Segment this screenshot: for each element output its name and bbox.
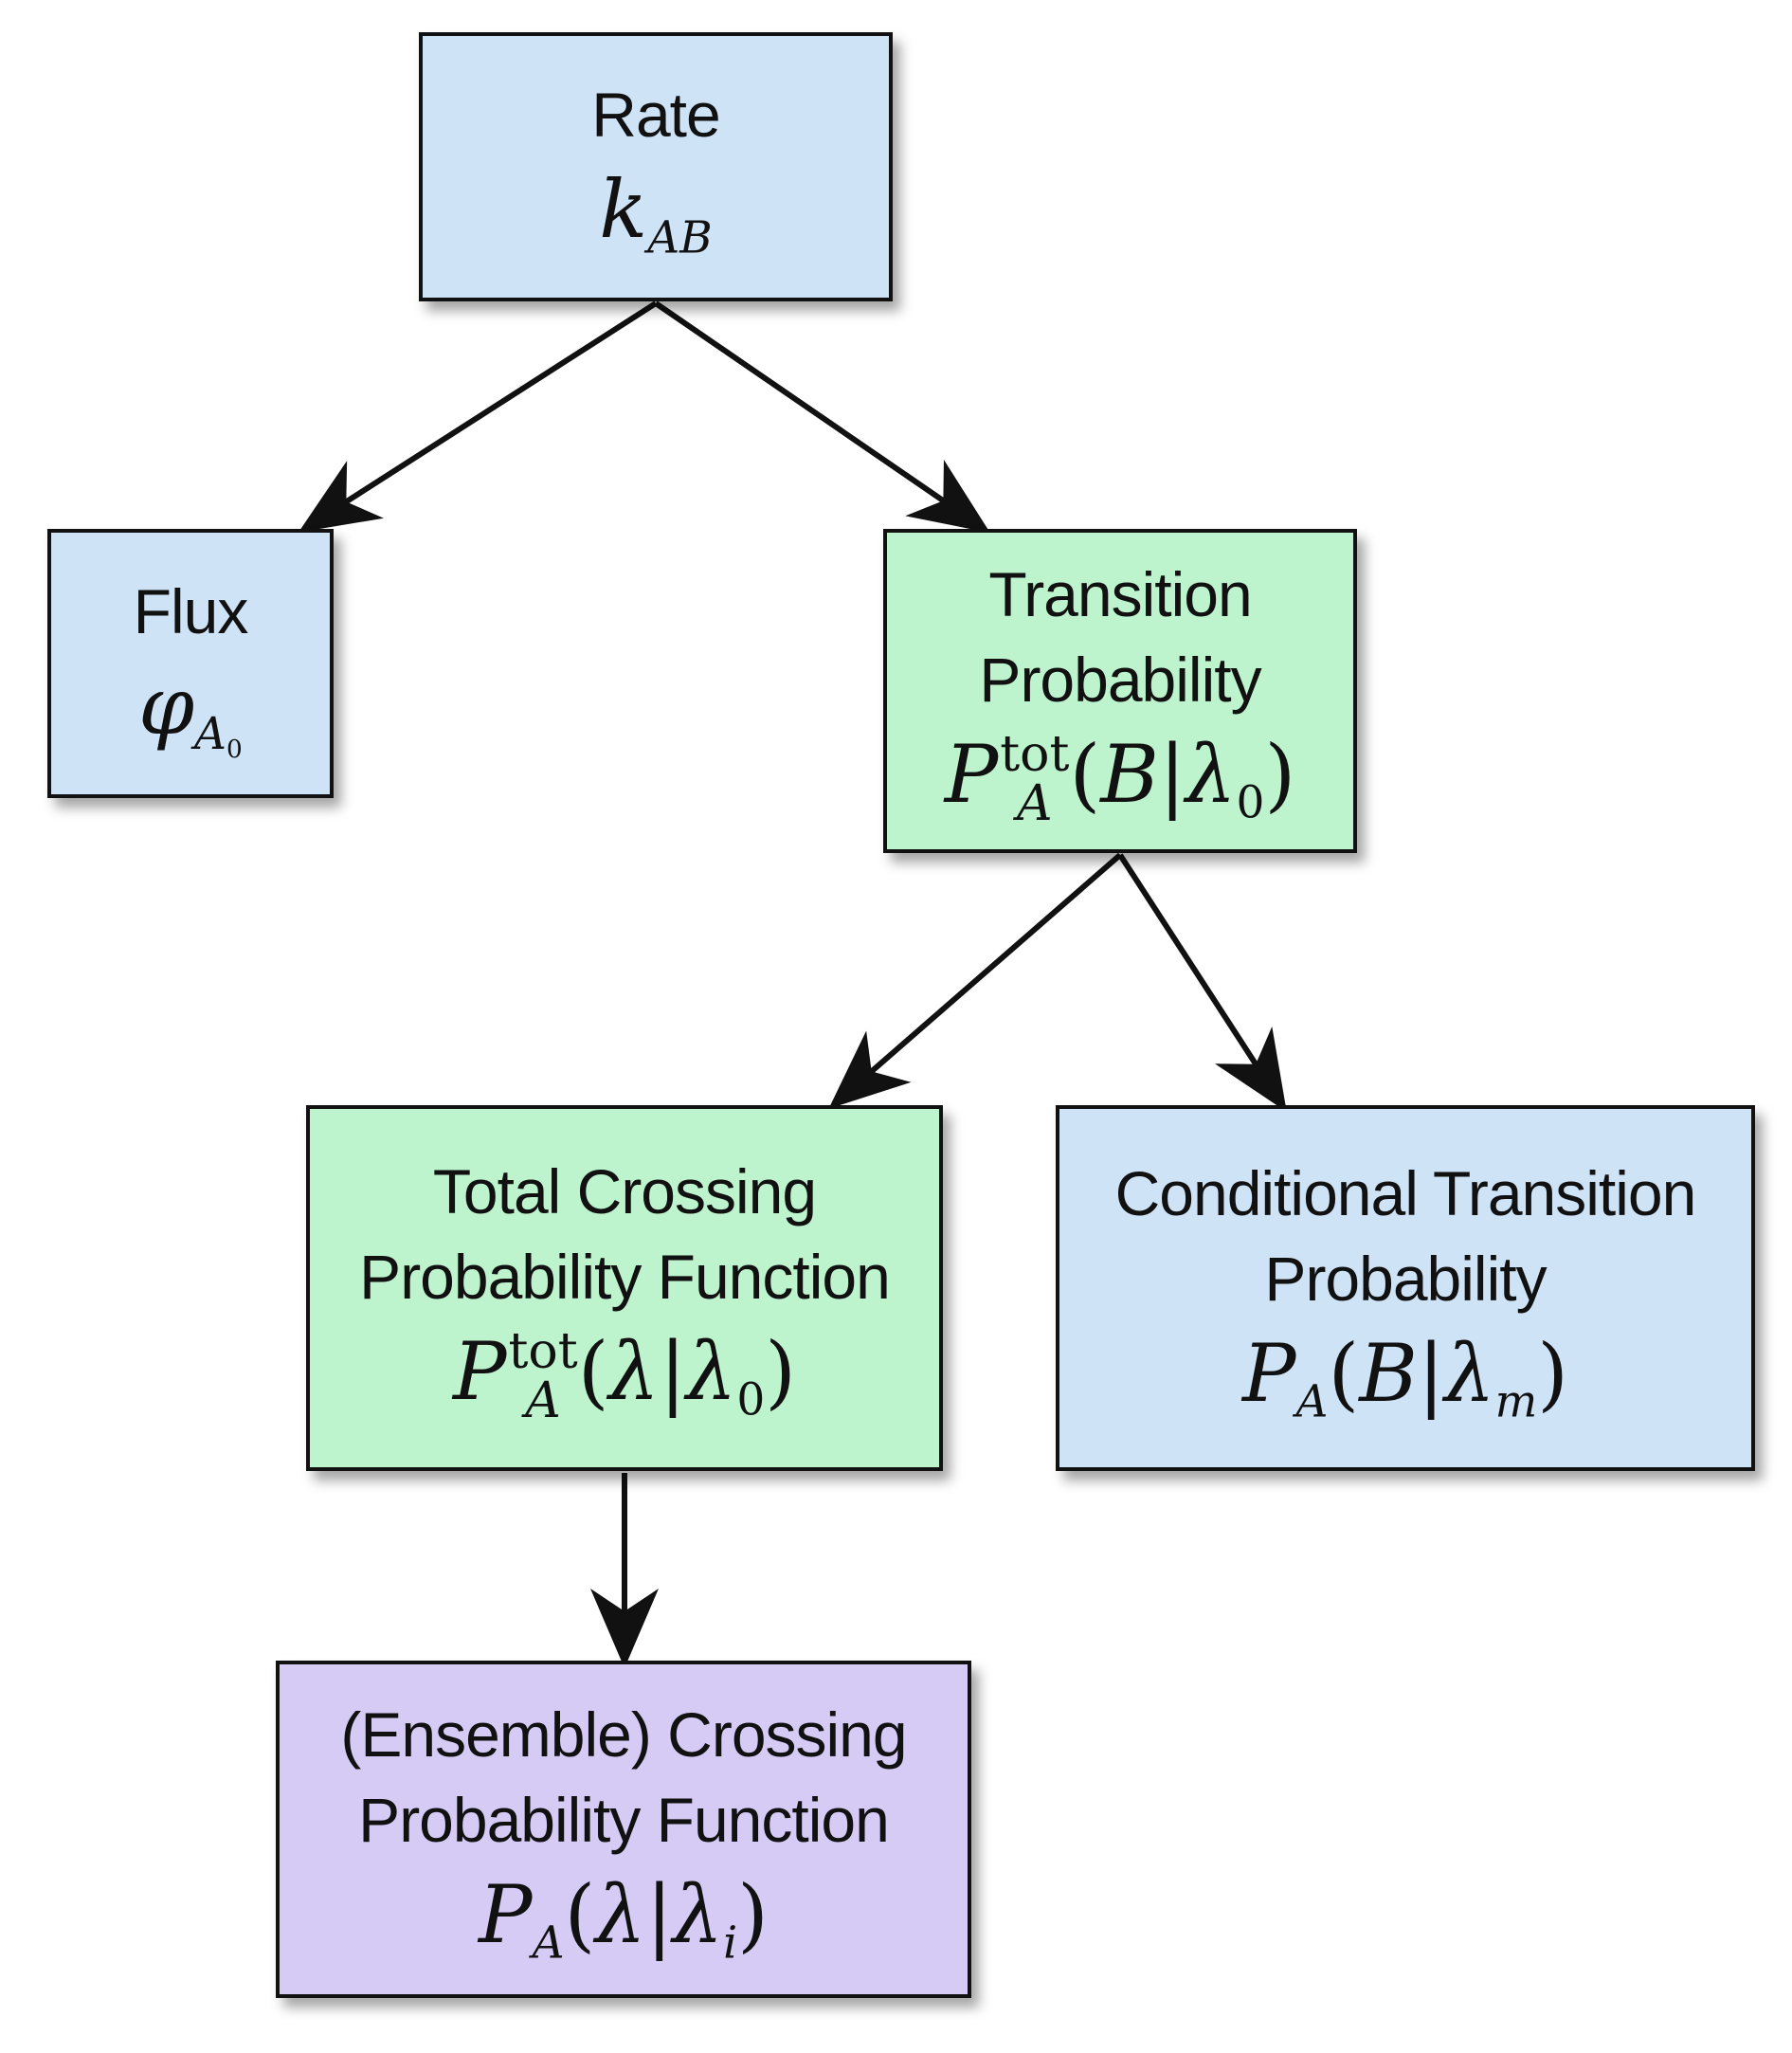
flux-symbol-sub: A (194, 708, 227, 761)
total-args-bar: | (659, 1324, 687, 1418)
node-total-label-line1: Total Crossing (432, 1155, 817, 1226)
transition-symbol-p: P (944, 727, 999, 821)
transition-args-open: ( (1069, 727, 1101, 821)
conditional-args-index: m (1494, 1375, 1538, 1428)
node-rate-label: Rate (591, 80, 720, 150)
conditional-symbol-sub: A (1295, 1375, 1329, 1428)
node-total-label-line2: Probability Function (359, 1241, 891, 1312)
node-flux-label: Flux (133, 576, 249, 646)
edge-rate-to-transition (654, 300, 990, 534)
rate-symbol-sub: AB (647, 211, 713, 264)
conditional-args-lambda: λ (1444, 1327, 1495, 1420)
node-transition-label-line1: Transition (988, 558, 1252, 629)
total-symbol-sup: tot (508, 1322, 578, 1380)
edge-rate-to-flux (298, 300, 658, 533)
total-symbol-p: P (452, 1324, 507, 1418)
node-ensemble-crossing-probability: (Ensemble) Crossing Probability Function… (276, 1661, 971, 1998)
ensemble-args-close: ) (737, 1868, 769, 1961)
edge-transition-to-total (828, 852, 1122, 1109)
conditional-args-close: ) (1537, 1327, 1568, 1420)
conditional-args-main: B (1359, 1327, 1419, 1420)
total-args-main: λ (608, 1324, 660, 1418)
rate-symbol-k: k (599, 163, 648, 256)
node-rate-symbol: kAB (599, 157, 712, 262)
ensemble-symbol-p: P (479, 1868, 533, 1961)
node-conditional-symbol: PA(B|λm) (1242, 1321, 1568, 1426)
node-ensemble-symbol: PA(λ|λi) (479, 1862, 769, 1967)
total-args-lambda: λ (686, 1324, 737, 1418)
ensemble-args-open: ( (564, 1868, 596, 1961)
ensemble-args-main: λ (595, 1868, 646, 1961)
node-conditional-label-line1: Conditional Transition (1114, 1158, 1697, 1228)
transition-args-main: B (1100, 727, 1159, 821)
node-ensemble-label-line1: (Ensemble) Crossing (340, 1699, 907, 1770)
flux-symbol-phi: φ (138, 660, 195, 753)
node-conditional-transition-probability: Conditional Transition Probability PA(B|… (1056, 1105, 1755, 1471)
node-flux: Flux φA0 (47, 529, 334, 798)
flux-symbol-sub-index: 0 (226, 736, 243, 765)
transition-args-close: ) (1264, 727, 1296, 821)
total-args-index: 0 (736, 1373, 766, 1426)
node-flux-symbol: φA0 (138, 654, 243, 763)
transition-args-lambda: λ (1186, 727, 1237, 821)
conditional-args-bar: | (1418, 1327, 1445, 1420)
transition-symbol-sup: tot (1000, 725, 1070, 783)
node-ensemble-label-line2: Probability Function (358, 1785, 890, 1855)
ensemble-args-lambda: λ (672, 1868, 724, 1961)
node-rate: Rate kAB (419, 32, 893, 301)
conditional-symbol-p: P (1242, 1327, 1296, 1420)
node-conditional-label-line2: Probability (1264, 1244, 1547, 1314)
total-args-open: ( (577, 1324, 609, 1418)
transition-args-bar: | (1158, 727, 1186, 821)
edge-transition-to-conditional (1117, 853, 1287, 1113)
conditional-args-open: ( (1328, 1327, 1360, 1420)
ensemble-args-bar: | (645, 1868, 673, 1961)
ensemble-symbol-sub: A (532, 1917, 565, 1970)
ensemble-args-index: i (723, 1917, 738, 1970)
transition-args-index: 0 (1236, 776, 1265, 829)
total-symbol-sub: A (525, 1372, 561, 1429)
node-transition-label-line2: Probability (979, 644, 1261, 715)
total-args-close: ) (765, 1324, 797, 1418)
transition-symbol-sub: A (1017, 774, 1053, 832)
